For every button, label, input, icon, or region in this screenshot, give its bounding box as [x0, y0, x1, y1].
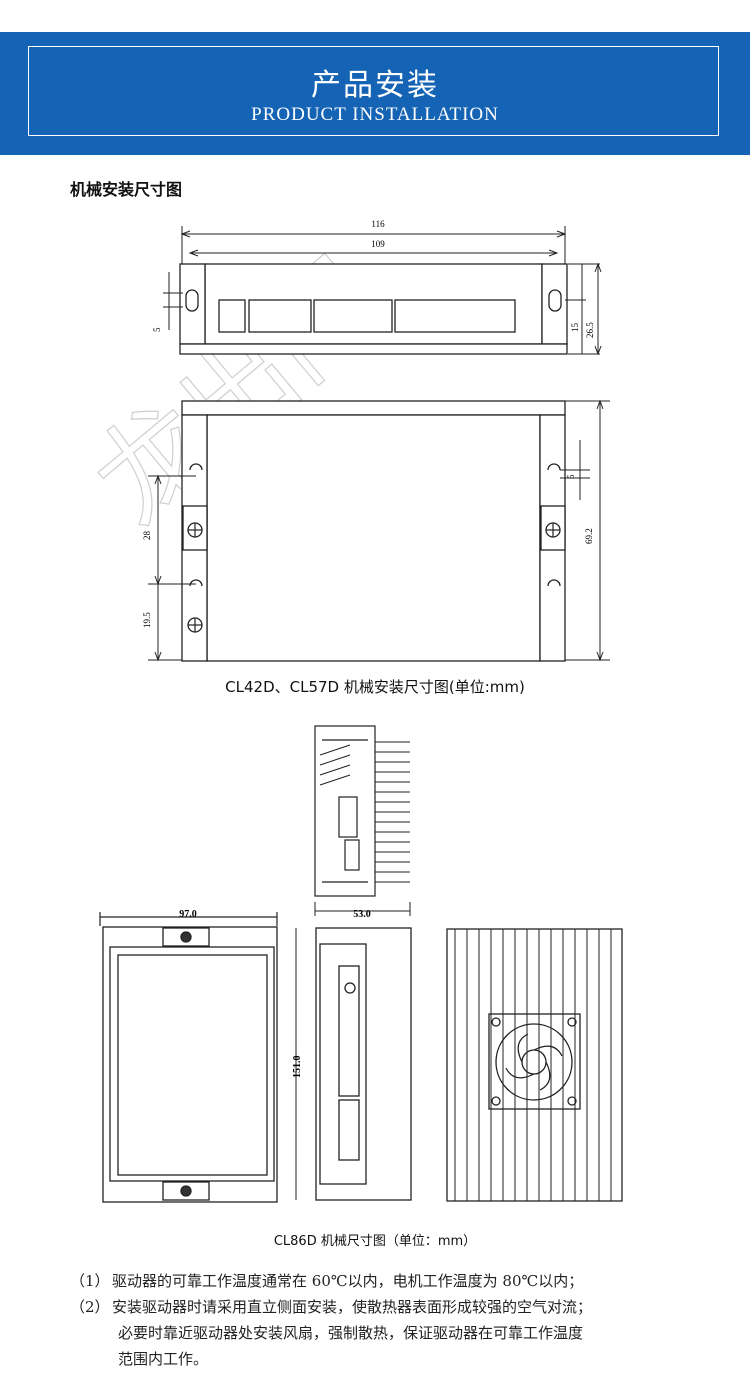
- dim-109: 109: [371, 239, 385, 249]
- dim-116: 116: [371, 219, 385, 229]
- banner-subtitle: PRODUCT INSTALLATION: [251, 104, 499, 125]
- note-line: 必要时靠近驱动器处安装风扇，强制散热，保证驱动器在可靠工作温度: [118, 1324, 584, 1342]
- dim-26-5: 26.5: [585, 322, 595, 338]
- notes-list: （1）驱动器的可靠工作温度通常在 60℃以内，电机工作温度为 80℃以内； （2…: [70, 1268, 710, 1372]
- caption-cl42d-cl57d: CL42D、CL57D 机械安装尺寸图(单位:mm): [225, 678, 525, 696]
- header-banner: 产品安装 PRODUCT INSTALLATION: [0, 32, 750, 155]
- banner-title: 产品安装: [311, 68, 439, 103]
- cl86d-drawing: 53.0 97.0 151.0: [99, 725, 623, 1203]
- cl42d-cl57d-drawing: 龙出门 116 109 5 15: [73, 219, 610, 662]
- dim-slot-right: 5: [566, 474, 576, 479]
- dim-69-2: 69.2: [584, 528, 594, 544]
- dim-53-0: 53.0: [353, 909, 371, 920]
- dim-28: 28: [142, 531, 152, 541]
- dim-15: 15: [570, 323, 580, 333]
- note-line: 安装驱动器时请采用直立侧面安装，使散热器表面形成较强的空气对流；: [112, 1298, 593, 1316]
- dim-19-5: 19.5: [142, 612, 152, 628]
- note-line: 范围内工作。: [118, 1350, 209, 1368]
- note-1: （1）驱动器的可靠工作温度通常在 60℃以内，电机工作温度为 80℃以内；: [70, 1268, 710, 1294]
- dim-slot: 5: [152, 327, 162, 332]
- note-number: （2）: [70, 1298, 110, 1316]
- note-line: 驱动器的可靠工作温度通常在 60℃以内，电机工作温度为 80℃以内；: [112, 1272, 584, 1290]
- banner-frame: [28, 46, 719, 136]
- note-number: （1）: [70, 1272, 110, 1290]
- dim-97-0: 97.0: [179, 909, 197, 920]
- caption-cl86d: CL86D 机械尺寸图（单位：mm）: [273, 1234, 477, 1249]
- section-title: 机械安装尺寸图: [70, 180, 183, 199]
- note-2: （2）安装驱动器时请采用直立侧面安装，使散热器表面形成较强的空气对流； 必要时靠…: [70, 1294, 710, 1372]
- dim-151-0: 151.0: [292, 1056, 303, 1079]
